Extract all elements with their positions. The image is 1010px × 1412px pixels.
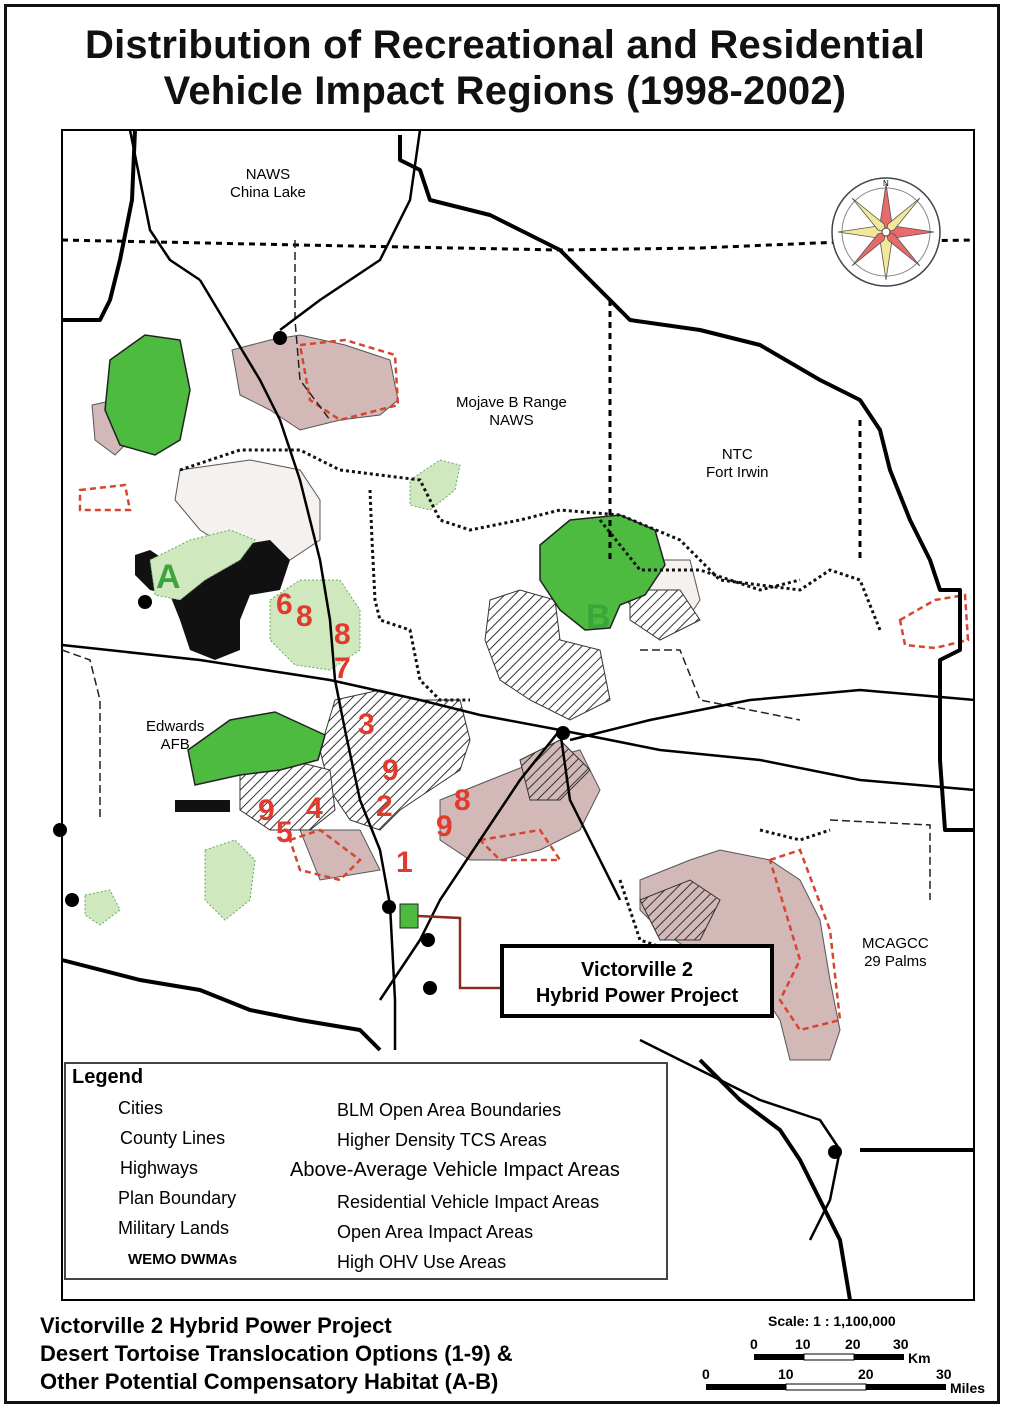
tcs-area-east: [484, 589, 611, 721]
habitat-label-b: B: [586, 598, 611, 636]
legend-military-lands: Military Lands: [118, 1218, 230, 1238]
option-number: 8: [454, 784, 471, 817]
legend-tcs: Higher Density TCS Areas: [337, 1130, 547, 1150]
map-title: Distribution of Recreational and Residen…: [0, 22, 1010, 114]
legend-wemo-dwmas: WEMO DWMAs: [128, 1251, 238, 1268]
option-number: 8: [296, 600, 313, 633]
scale-mi-unit: Miles: [950, 1380, 986, 1396]
option-number: 4: [306, 792, 323, 825]
tcs-area-fortirwin: [629, 589, 701, 641]
light-habitat-north: [409, 459, 461, 511]
option-number: 2: [376, 790, 393, 823]
habitat-green-b: [539, 514, 666, 631]
highways: [61, 129, 976, 1241]
scale-km-tick: 30: [893, 1336, 909, 1352]
scale-mi-tick: 0: [702, 1366, 710, 1382]
page-frame: [4, 4, 1000, 1404]
scale-mi-tick: 20: [858, 1366, 874, 1382]
scale-mi-tick: 30: [936, 1366, 952, 1382]
light-habitat-a: [149, 529, 256, 601]
light-habitat-center: [269, 579, 361, 671]
footer-line-1: Victorville 2 Hybrid Power Project: [40, 1313, 392, 1338]
city-yucca: [828, 1145, 842, 1159]
open-area-small: [299, 829, 381, 881]
scale-mi-tick: 10: [778, 1366, 794, 1382]
scale-km-tick: 0: [750, 1336, 758, 1352]
footer-caption: Victorville 2 Hybrid Power Project Deser…: [40, 1312, 513, 1396]
callout-leader: [417, 914, 500, 990]
military-lands: [61, 240, 931, 900]
label-naws-china-lake: NAWS China Lake: [230, 166, 306, 201]
option-number: 8: [334, 618, 351, 651]
tcs-area-mid: [519, 739, 591, 801]
high-ohv-strip: [175, 800, 230, 812]
scale-km-tick: 20: [845, 1336, 861, 1352]
legend-cities: Cities: [118, 1098, 164, 1118]
legend-title: Legend: [72, 1066, 144, 1088]
scale-title: Scale: 1 : 1,100,000: [768, 1313, 896, 1329]
habitat-green-edwards: [187, 711, 326, 786]
title-line-2: Vehicle Impact Regions (1998-2002): [163, 69, 847, 113]
legend-residential: Residential Vehicle Impact Areas: [337, 1192, 600, 1212]
light-habitat-south: [204, 839, 256, 921]
scale-bars: [706, 1353, 946, 1391]
legend-highways: Highways: [120, 1158, 199, 1178]
scale-km-tick: 10: [795, 1336, 811, 1352]
light-habitat-sw: [84, 889, 121, 926]
city-adelanto: [382, 900, 396, 914]
city-palmdale: [65, 893, 79, 907]
label-ntc-fort-irwin: NTC Fort Irwin: [706, 446, 769, 481]
option-number: 7: [334, 652, 351, 685]
callout-line-1: Victorville 2: [581, 959, 693, 981]
habitat-label-a: A: [156, 558, 181, 596]
option-number: 9: [382, 754, 399, 787]
legend-box: [64, 1062, 668, 1280]
legend-plan-boundary: Plan Boundary: [118, 1188, 237, 1208]
legend-county-lines: County Lines: [120, 1128, 226, 1148]
svg-text:N: N: [883, 179, 889, 188]
compass-rose-icon: N: [831, 177, 941, 287]
habitat-green-north: [104, 334, 191, 456]
label-mcagcc: MCAGCC 29 Palms: [862, 935, 929, 970]
habitat-green-d: [399, 903, 419, 929]
scale-km-unit: Km: [908, 1350, 931, 1366]
footer-line-3: Other Potential Compensatory Habitat (A-…: [40, 1369, 499, 1394]
legend-open-area: Open Area Impact Areas: [337, 1222, 534, 1242]
city-ridgecrest: [273, 331, 287, 345]
city-california-city: [138, 595, 152, 609]
title-line-1: Distribution of Recreational and Residen…: [84, 23, 926, 67]
option-number: 3: [358, 708, 375, 741]
option-number: 1: [396, 846, 413, 879]
cities: [53, 331, 842, 1159]
callout-line-2: Hybrid Power Project: [535, 985, 739, 1007]
city-victorville: [421, 933, 435, 947]
tcs-area-southeast: [639, 879, 721, 941]
legend-blm: BLM Open Area Boundaries: [337, 1100, 562, 1120]
legend-above-average: Above-Average Vehicle Impact Areas: [290, 1159, 620, 1181]
option-number: 6: [276, 588, 293, 621]
county-lines: [61, 238, 976, 560]
project-callout: Victorville 2 Hybrid Power Project: [500, 944, 774, 1018]
blm-boundaries: [78, 338, 970, 1032]
plan-boundary: [61, 129, 975, 1301]
city-lancaster: [53, 823, 67, 837]
city-apple-valley: [423, 981, 437, 995]
city-barstow: [556, 726, 570, 740]
footer-line-2: Desert Tortoise Translocation Options (1…: [40, 1341, 513, 1366]
label-edwards-afb: Edwards AFB: [146, 718, 205, 753]
option-number: 9: [258, 794, 275, 827]
legend-high-ohv: High OHV Use Areas: [337, 1252, 507, 1272]
option-number: 5: [276, 816, 293, 849]
label-mojave-b-range: Mojave B Range NAWS: [456, 394, 567, 429]
option-number: 9: [436, 810, 453, 843]
